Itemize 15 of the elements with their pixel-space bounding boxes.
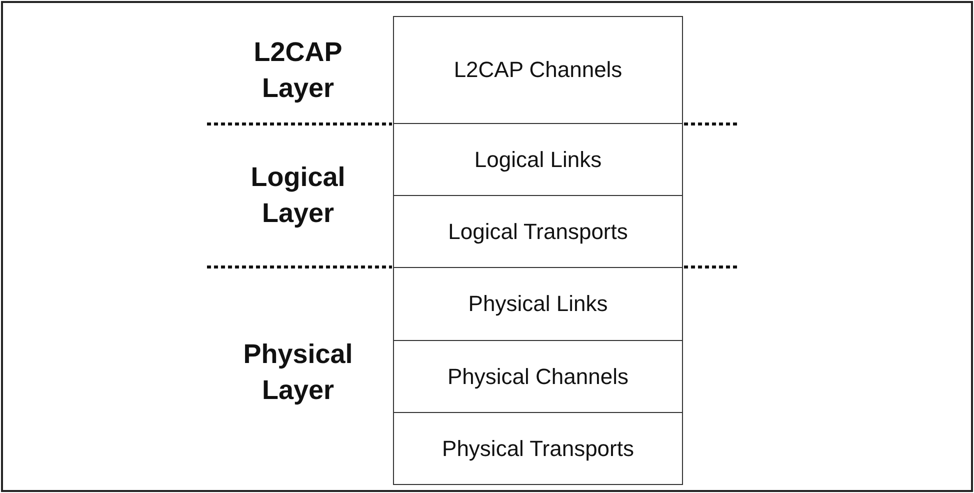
box-label: Logical Transports	[448, 218, 628, 244]
layer-label: L2CAP Layer	[252, 36, 344, 105]
box-label: Logical Links	[474, 146, 602, 172]
box-label: Physical Channels	[448, 364, 628, 390]
layer-box	[393, 123, 683, 196]
layer-label: Physical Layer	[242, 338, 354, 407]
box-label: L2CAP Channels	[454, 57, 622, 83]
layer-box	[393, 412, 683, 485]
layer-box	[393, 195, 683, 268]
layer-box	[393, 340, 683, 413]
layer-box	[393, 267, 683, 341]
box-label: Physical Links	[468, 291, 608, 317]
layer-box	[393, 16, 683, 124]
box-label: Physical Transports	[442, 436, 634, 462]
layer-label: Logical Layer	[250, 161, 346, 230]
